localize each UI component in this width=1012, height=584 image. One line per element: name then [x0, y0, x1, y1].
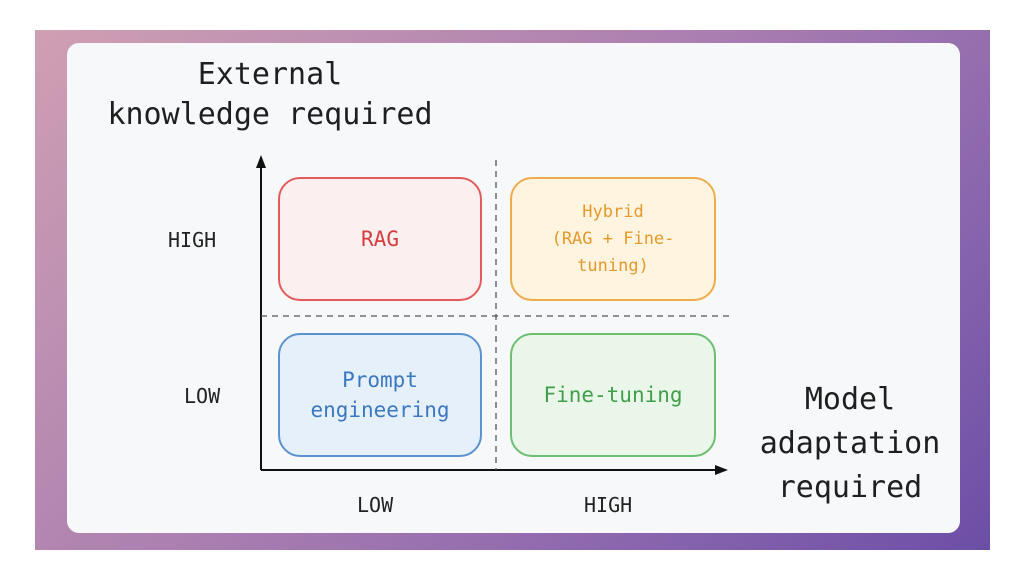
y-tick-low: LOW — [184, 384, 221, 408]
x-tick-high: HIGH — [584, 493, 633, 517]
quadrant-hybrid: Hybrid (RAG + Fine- tuning) — [510, 177, 716, 301]
quadrant-rag-label: RAG — [361, 227, 399, 251]
quadrant-prompt-engineering: Prompt engineering — [278, 333, 482, 457]
quadrant-fine-tuning-label: Fine-tuning — [543, 383, 683, 407]
x-axis-arrow-icon — [715, 465, 728, 475]
y-axis-arrow-icon — [256, 155, 266, 168]
y-axis-title: External knowledge required — [107, 57, 433, 132]
x-axis-title: Model adaptation required — [759, 382, 941, 505]
x-tick-low: LOW — [357, 493, 394, 517]
y-tick-high: HIGH — [168, 228, 217, 252]
quadrant-prompt-label: Prompt engineering — [310, 368, 450, 422]
quadrant-rag: RAG — [278, 177, 482, 301]
quadrant-hybrid-label: Hybrid (RAG + Fine- tuning) — [551, 201, 675, 276]
quadrant-fine-tuning: Fine-tuning — [510, 333, 716, 457]
